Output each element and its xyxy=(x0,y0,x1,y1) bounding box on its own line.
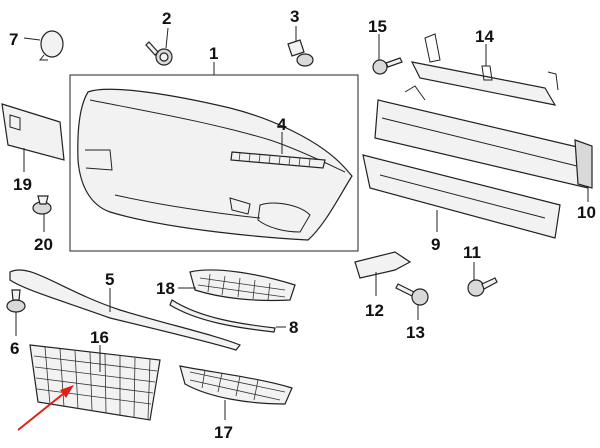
part-2-bolt[interactable] xyxy=(145,41,173,66)
part-19-license-bracket[interactable] xyxy=(1,103,65,161)
callout-labels: 1 2 3 4 5 6 7 8 9 10 11 12 13 14 15 16 1… xyxy=(9,7,596,442)
part-6-clip[interactable] xyxy=(6,289,26,313)
callout-13: 13 xyxy=(406,323,425,342)
callout-16: 16 xyxy=(90,328,109,347)
callout-15: 15 xyxy=(368,17,387,36)
part-5-lower-strip[interactable] xyxy=(9,269,241,351)
callout-20: 20 xyxy=(34,235,53,254)
callout-17: 17 xyxy=(214,423,233,442)
part-16-center-grille[interactable] xyxy=(29,344,161,421)
part-20-clip[interactable] xyxy=(32,195,52,215)
part-17-side-grille-lower[interactable] xyxy=(179,365,293,405)
callout-11: 11 xyxy=(463,243,481,262)
part-11-bolt[interactable] xyxy=(467,277,498,297)
part-9-absorber[interactable] xyxy=(362,154,561,239)
part-8-trim[interactable] xyxy=(169,299,276,333)
part-bumper-cover[interactable] xyxy=(77,88,353,241)
part-3-clip[interactable] xyxy=(287,39,314,67)
callout-7: 7 xyxy=(9,30,18,49)
callout-3: 3 xyxy=(290,7,299,26)
part-4-bracket[interactable] xyxy=(230,151,326,169)
part-14-upper-bracket[interactable] xyxy=(410,33,559,106)
leader-lines xyxy=(15,26,589,420)
part-13-bolt[interactable] xyxy=(395,283,429,306)
callout-2: 2 xyxy=(162,9,171,28)
part-18-side-grille[interactable] xyxy=(189,269,296,302)
callout-12: 12 xyxy=(365,301,384,320)
callout-9: 9 xyxy=(431,235,440,254)
callout-4: 4 xyxy=(277,115,287,134)
callout-19: 19 xyxy=(13,175,32,194)
callout-10: 10 xyxy=(577,203,596,222)
callout-6: 6 xyxy=(10,339,19,358)
part-15-bolt[interactable] xyxy=(372,57,403,75)
callout-18: 18 xyxy=(156,279,175,298)
callout-1: 1 xyxy=(209,44,218,63)
part-12-bracket[interactable] xyxy=(354,251,412,279)
part-7-cap[interactable] xyxy=(38,30,64,61)
callout-5: 5 xyxy=(105,270,114,289)
callout-8: 8 xyxy=(289,318,298,337)
highlight-arrow xyxy=(17,385,74,431)
callout-14: 14 xyxy=(475,27,494,46)
